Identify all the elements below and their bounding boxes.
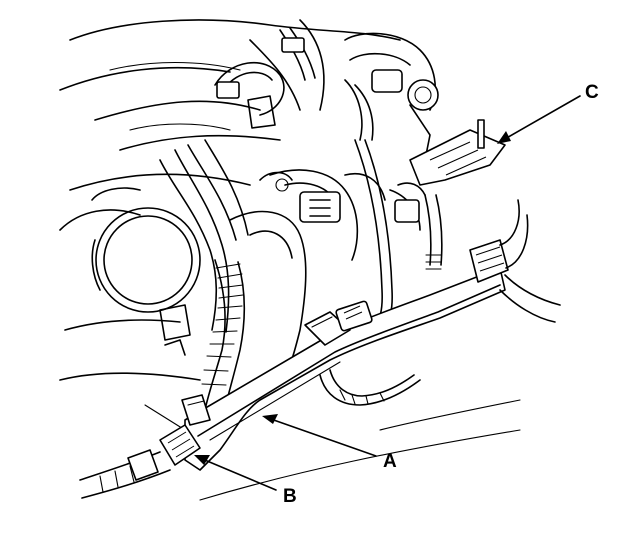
callout-label-b: B — [283, 486, 297, 507]
leader-line-b — [194, 455, 277, 491]
clip-b — [159, 394, 211, 466]
floor-lines — [199, 399, 521, 501]
round-housing — [91, 187, 201, 313]
lower-loop-wire — [319, 369, 421, 406]
upper-hoses — [214, 27, 316, 129]
callout-label-a: A — [383, 451, 397, 472]
callout-label-c: C — [585, 82, 599, 103]
harness-bracket-a — [184, 267, 506, 471]
mid-bracket — [259, 171, 421, 231]
right-end-connector — [469, 199, 561, 323]
wire-bundle — [159, 139, 249, 413]
left-harness-exit — [79, 449, 171, 499]
leader-line-a — [262, 414, 377, 457]
engine-block — [59, 19, 401, 231]
lower-left-parts — [59, 304, 201, 431]
leader-line-c — [497, 95, 581, 144]
vacuum-canister — [344, 32, 439, 161]
bracket-c — [397, 119, 506, 196]
coolant-hose — [229, 169, 359, 386]
